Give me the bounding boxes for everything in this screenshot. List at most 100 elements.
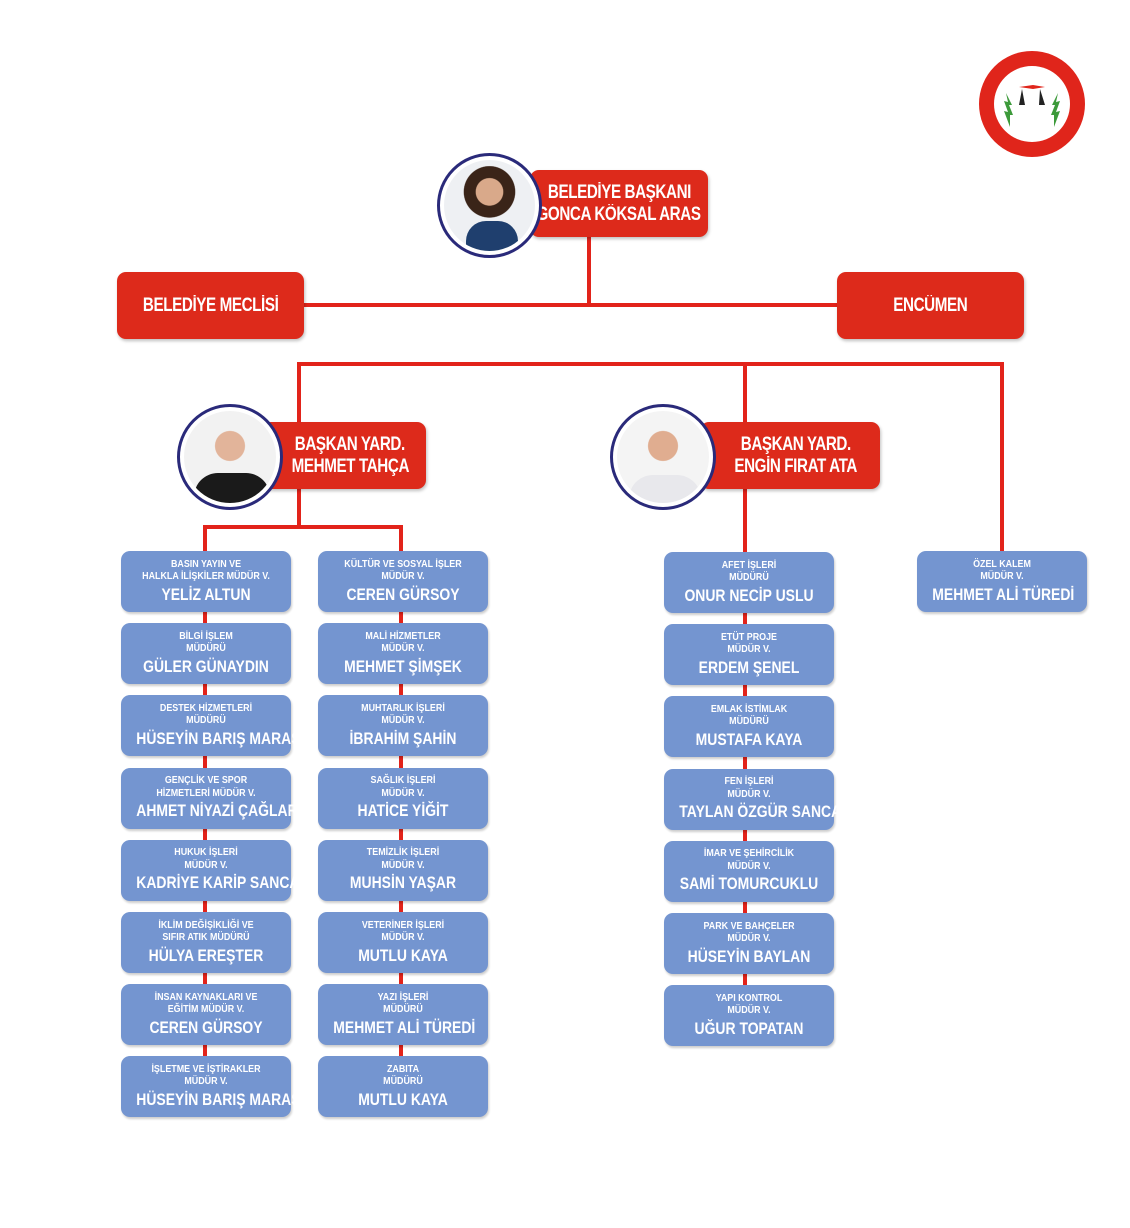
department-title: GENÇLİK VE SPOR <box>164 774 248 787</box>
department-title: MÜDÜRÜ <box>186 714 226 727</box>
department-title: MÜDÜR V. <box>381 786 425 799</box>
deputy1-title: BAŞKAN YARD. <box>294 433 406 455</box>
department-title: TEMİZLİK İŞLERİ <box>366 846 440 859</box>
department-title: AFET İŞLERİ <box>721 558 777 571</box>
director-name: MUTLU KAYA <box>358 1089 448 1109</box>
director-name: MUHSİN YAŞAR <box>349 873 457 893</box>
deputy1-box: BAŞKAN YARD. MEHMET TAHÇA <box>262 422 426 489</box>
department-title: MÜDÜR V. <box>184 858 228 871</box>
director-name: YELİZ ALTUN <box>161 584 251 604</box>
director-name: UĞUR TOPATAN <box>694 1018 804 1038</box>
director-name: MUSTAFA KAYA <box>695 729 803 749</box>
department-title: MÜDÜRÜ <box>383 1075 423 1088</box>
department-title: FEN İŞLERİ <box>724 775 774 788</box>
council-box: BELEDİYE MECLİSİ <box>117 272 304 339</box>
department-title: ZABITA <box>386 1062 420 1075</box>
committee-box: ENCÜMEN <box>837 272 1024 339</box>
department-title: MÜDÜR V. <box>727 643 771 656</box>
department-title: MÜDÜR V. <box>980 570 1024 582</box>
department-title: PARK VE BAHÇELER <box>703 919 795 932</box>
deputy2-title: BAŞKAN YARD. <box>740 433 852 455</box>
director-name: MEHMET ALİ TÜREDİ <box>333 1017 476 1037</box>
department-title: EĞİTİM MÜDÜR V. <box>167 1003 245 1016</box>
council-label: BELEDİYE MECLİSİ <box>142 294 279 316</box>
deputy2-box: BAŞKAN YARD. ENGİN FIRAT ATA <box>700 422 880 489</box>
department-title: MÜDÜR V. <box>184 1075 228 1088</box>
department-title: HİZMETLERİ MÜDÜR V. <box>156 786 256 799</box>
deputy2-name: ENGİN FIRAT ATA <box>734 455 858 477</box>
municipality-logo <box>979 51 1085 157</box>
department-title: MUHTARLIK İŞLERİ <box>361 701 445 714</box>
mayor-name: GONCA KÖKSAL ARAS <box>536 203 702 225</box>
director-name: CEREN GÜRSOY <box>346 584 460 604</box>
department-title: MÜDÜR V. <box>727 1004 771 1017</box>
department-title: DESTEK HİZMETLERİ <box>159 701 253 714</box>
department-title: BASIN YAYIN VE <box>170 557 242 570</box>
department-title: MÜDÜRÜ <box>186 642 226 655</box>
department-title: İŞLETME VE İŞTİRAKLER <box>151 1062 261 1075</box>
connector-line <box>587 236 591 306</box>
director-name: CEREN GÜRSOY <box>149 1017 263 1037</box>
director-name: İBRAHİM ŞAHİN <box>349 728 457 748</box>
director-name: ONUR NECİP USLU <box>684 585 814 605</box>
department-title: HUKUK İŞLERİ <box>174 846 238 859</box>
department-title: İKLİM DEĞİŞİKLİĞİ VE <box>158 918 254 931</box>
department-title: MÜDÜRÜ <box>729 571 769 583</box>
department-title: MÜDÜRÜ <box>383 1003 423 1016</box>
deputy1-photo <box>177 404 283 510</box>
director-name: HÜLYA EREŞTER <box>148 945 264 965</box>
director-name: HÜSEYİN BAYLAN <box>687 946 811 966</box>
director-name: TAYLAN ÖZGÜR SANCAK <box>679 802 852 822</box>
department-title: İNSAN KAYNAKLARI VE <box>154 990 258 1003</box>
connector-line <box>1000 362 1004 552</box>
mayor-box: BELEDİYE BAŞKANI GONCA KÖKSAL ARAS <box>530 170 708 237</box>
mayor-title: BELEDİYE BAŞKANI <box>547 181 691 203</box>
committee-label: ENCÜMEN <box>893 294 968 316</box>
connector-line <box>300 303 840 307</box>
department-title: ETÜT PROJE <box>720 630 778 643</box>
department-title: MÜDÜR V. <box>727 787 771 800</box>
mayor-photo <box>437 153 542 258</box>
director-name: MEHMET ALİ TÜREDİ <box>932 584 1075 604</box>
department-title: ÖZEL KALEM <box>973 557 1031 570</box>
director-name: AHMET NİYAZİ ÇAĞLAR <box>136 801 298 821</box>
deputy2-photo <box>610 404 716 510</box>
department-title: MÜDÜR V. <box>381 570 425 582</box>
department-title: SAĞLIK İŞLERİ <box>370 774 436 787</box>
department-title: VETERİNER İŞLERİ <box>361 918 445 931</box>
department-title: YAPI KONTROL <box>715 991 783 1004</box>
connector-line <box>203 525 403 529</box>
department-title: İMAR VE ŞEHİRCİLİK <box>703 847 795 860</box>
department-title: HALKLA İLİŞKİLER MÜDÜR V. <box>142 570 270 582</box>
department-title: YAZI İŞLERİ <box>377 990 429 1003</box>
department-title: EMLAK İSTİMLAK <box>710 702 788 715</box>
director-name: MUTLU KAYA <box>358 945 448 965</box>
director-name: SAMİ TOMURCUKLU <box>679 874 819 894</box>
department-title: MÜDÜR V. <box>727 932 771 944</box>
department-title: MALİ HİZMETLER <box>365 629 441 642</box>
connector-line <box>743 362 747 424</box>
